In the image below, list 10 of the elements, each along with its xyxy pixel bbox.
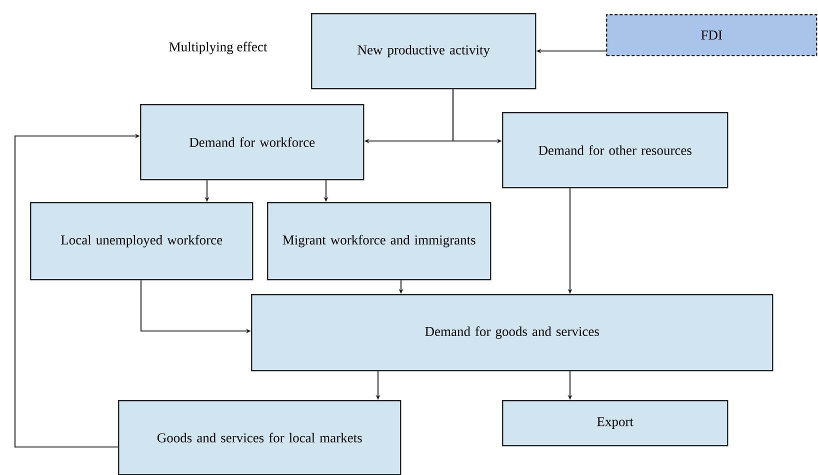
input-box: FDI bbox=[606, 14, 818, 56]
annotation-text: Multiplying effect bbox=[169, 42, 268, 54]
process-box: Goods and services for local markets bbox=[118, 400, 402, 475]
process-box: Local unemployed workforce bbox=[30, 202, 254, 280]
process-box: Export bbox=[502, 400, 728, 446]
process-box: Demand for goods and services bbox=[251, 294, 774, 372]
process-box: Migrant workforce and immigrants bbox=[267, 202, 492, 280]
process-box: New productive activity bbox=[311, 13, 536, 90]
process-box: Demand for workforce bbox=[140, 104, 364, 180]
process-box: Demand for other resources bbox=[502, 112, 728, 188]
